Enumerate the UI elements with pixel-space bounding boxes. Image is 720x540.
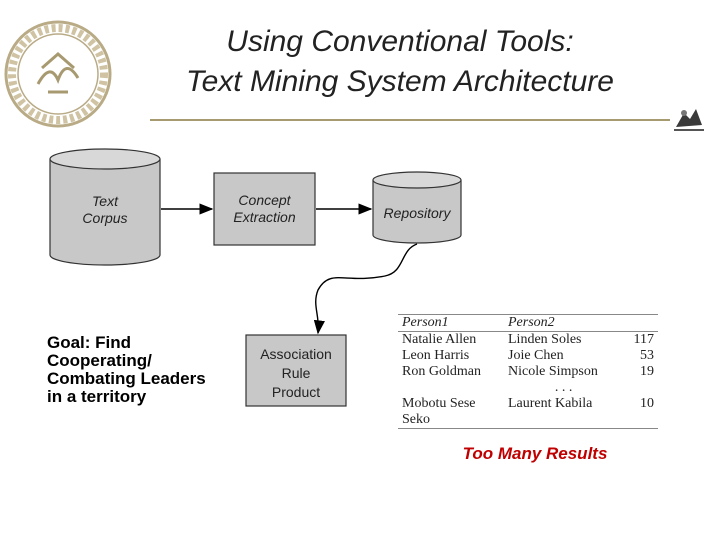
column-header-count xyxy=(623,314,658,332)
goal-line: Goal: Find xyxy=(47,333,132,352)
goal-line: in a territory xyxy=(47,387,147,406)
table-row: Leon Harris Joie Chen 53 xyxy=(398,348,658,364)
goal-statement: Goal: Find Cooperating/ Combating Leader… xyxy=(47,334,247,406)
table-row: Ron Goldman Nicole Simpson 19 xyxy=(398,364,658,380)
table-row: Seko xyxy=(398,412,658,429)
goal-line: Combating Leaders xyxy=(47,369,206,388)
text-corpus-node xyxy=(49,148,161,266)
table-row: Natalie Allen Linden Soles 117 xyxy=(398,332,658,349)
column-header-person1: Person1 xyxy=(398,314,504,332)
association-rule-label-line: Product xyxy=(271,384,321,400)
table-cell: Laurent Kabila xyxy=(508,396,593,411)
repository-label: Repository xyxy=(383,205,451,221)
association-rule-label-line: Association xyxy=(260,346,332,362)
repository-node xyxy=(372,171,462,244)
university-seal-logo xyxy=(4,20,112,128)
goal-line: Cooperating/ xyxy=(47,351,152,370)
corner-emblem-icon xyxy=(674,109,704,131)
text-corpus-label: Text Corpus xyxy=(60,193,150,227)
concept-extraction-label-line: Concept xyxy=(238,192,291,208)
table-cell xyxy=(504,412,624,429)
title-line-2: Text Mining System Architecture xyxy=(186,65,614,98)
table-cell: 117 xyxy=(633,332,654,347)
table-row: . . . xyxy=(398,380,658,396)
concept-extraction-label: Concept Extraction xyxy=(214,192,315,226)
table-cell: Nicole Simpson xyxy=(508,364,598,379)
table-cell: Natalie Allen xyxy=(402,332,477,347)
table-cell: . . . xyxy=(554,380,573,395)
table-cell xyxy=(623,380,658,396)
table-cell: Ron Goldman xyxy=(402,364,481,379)
association-rule-node xyxy=(245,334,347,407)
table-cell: Seko xyxy=(398,412,504,429)
results-table: Person1 Person2 Natalie Allen Linden Sol… xyxy=(398,314,658,429)
concept-extraction-node xyxy=(213,172,316,246)
results-caption: Too Many Results xyxy=(462,444,608,463)
table-cell: Leon Harris xyxy=(402,348,470,363)
table-header-row: Person1 Person2 xyxy=(398,314,658,332)
text-corpus-label-line: Corpus xyxy=(82,210,128,226)
repository-to-association-arrow xyxy=(313,243,418,335)
table-cell: Linden Soles xyxy=(508,332,582,347)
title-line-1: Using Conventional Tools: xyxy=(226,25,574,58)
table-row: Mobotu Sese Laurent Kabila 10 xyxy=(398,396,658,412)
table-cell: Joie Chen xyxy=(508,348,564,363)
table-cell: Mobotu Sese xyxy=(402,396,476,411)
table-cell xyxy=(623,412,658,429)
table-cell: 10 xyxy=(640,396,654,411)
title-divider xyxy=(150,119,670,121)
column-header-person2: Person2 xyxy=(504,314,624,332)
page-title: Using Conventional Tools: Text Mining Sy… xyxy=(120,22,680,102)
association-rule-label-line: Rule xyxy=(281,365,311,381)
table-cell: 19 xyxy=(640,364,654,379)
concept-extraction-label-line: Extraction xyxy=(233,209,296,225)
association-rule-label: Association Rule Product xyxy=(246,345,346,402)
table-cell xyxy=(398,380,504,396)
table-cell: 53 xyxy=(640,348,654,363)
text-corpus-label-line: Text xyxy=(92,193,118,209)
